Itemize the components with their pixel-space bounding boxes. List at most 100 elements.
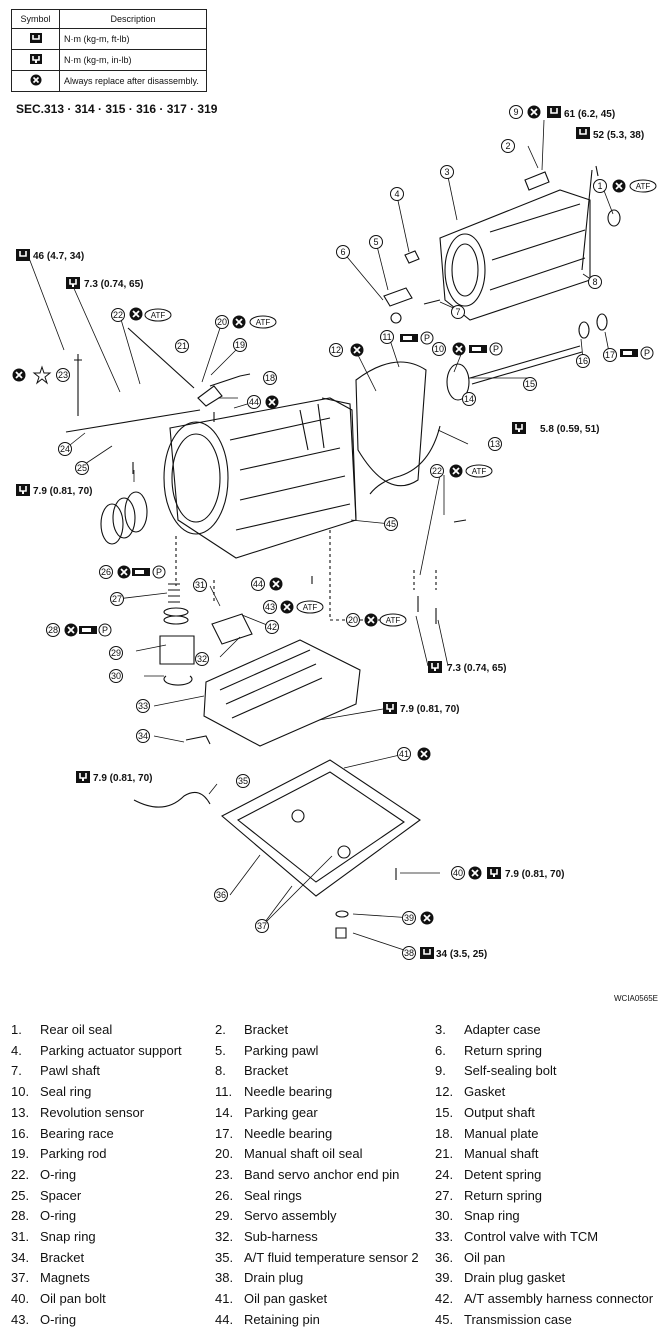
torque-spec-self-sealing-bolt: 61 (6.2, 45) xyxy=(564,109,615,120)
part-number: 30. xyxy=(435,1208,454,1224)
balloon-12: 12 xyxy=(329,343,343,357)
part-name: Return spring xyxy=(464,1042,543,1058)
transmission-case xyxy=(163,397,357,559)
balloon-13: 13 xyxy=(488,437,502,451)
part-name: Manual plate xyxy=(464,1125,539,1141)
manual-plate xyxy=(197,385,223,407)
part-number: 23. xyxy=(215,1166,234,1182)
svg-text:P: P xyxy=(156,567,162,577)
part-name: Magnets xyxy=(40,1270,90,1286)
svg-text:27: 27 xyxy=(112,594,122,604)
svg-text:26: 26 xyxy=(101,567,111,577)
servo-assembly xyxy=(159,635,195,665)
magnet-b xyxy=(337,845,351,859)
part-number: 8. xyxy=(215,1063,226,1079)
svg-text:6: 6 xyxy=(340,247,345,257)
magnet-a xyxy=(291,809,305,823)
svg-text:19: 19 xyxy=(235,340,245,350)
parts-list-item: 44.Retaining pin xyxy=(215,1312,320,1327)
star-icon xyxy=(32,365,52,385)
parts-list-item: 30. Snap ring xyxy=(435,1208,520,1223)
balloon-26: 26 xyxy=(99,565,113,579)
parts-list-item: 3.Adapter case xyxy=(435,1022,541,1037)
balloon-43: 43 xyxy=(263,600,277,614)
self-sealing-bolt xyxy=(581,169,593,271)
manual-shaft xyxy=(127,327,195,389)
part-name: Snap ring xyxy=(40,1229,96,1244)
parts-list-item: 14.Parking gear xyxy=(215,1105,318,1120)
parts-list-item: 22.O-ring xyxy=(11,1167,76,1182)
part-number: 39. xyxy=(435,1270,454,1286)
balloon-14: 14 xyxy=(462,392,476,406)
part-number: 32. xyxy=(215,1229,234,1244)
part-name: Oil pan bolt xyxy=(40,1291,106,1307)
atf-label: ATF xyxy=(144,308,172,322)
part-number: 12. xyxy=(435,1084,454,1100)
part-number: 44. xyxy=(215,1311,234,1327)
svg-text:16: 16 xyxy=(578,356,588,366)
balloon-23: 23 xyxy=(56,368,70,382)
part-number: 7. xyxy=(11,1063,22,1079)
parts-list-item: 19. Parking rod xyxy=(11,1146,106,1161)
part-name: Parking rod xyxy=(40,1146,107,1162)
parts-list-item: 1.Rear oil seal xyxy=(11,1022,112,1037)
part-name: Snap ring xyxy=(464,1208,520,1224)
balloon-6: 6 xyxy=(336,245,350,259)
part-name: O-ring xyxy=(40,1311,77,1327)
parking-pawl xyxy=(383,287,413,307)
svg-text:20: 20 xyxy=(348,615,358,625)
adapter-case xyxy=(439,189,591,321)
balloon-42: 42 xyxy=(265,620,279,634)
drain-plug-gasket xyxy=(335,910,349,918)
part-name: Output shaft xyxy=(464,1104,535,1120)
part-name: A/T fluid temperature sensor 2 xyxy=(244,1249,419,1265)
svg-text:25: 25 xyxy=(77,463,87,473)
grease-icons xyxy=(79,334,638,634)
svg-text:ATF: ATF xyxy=(472,467,487,476)
parts-list-item: 9.Self-sealing bolt xyxy=(435,1063,557,1078)
svg-text:39: 39 xyxy=(404,913,414,923)
svg-text:ATF: ATF xyxy=(303,603,318,612)
svg-text:1: 1 xyxy=(597,181,602,191)
svg-text:12: 12 xyxy=(331,345,341,355)
parking-gear xyxy=(446,363,470,401)
parts-list-item: 35.A/T fluid temperature sensor 2 xyxy=(215,1250,419,1265)
svg-text:ATF: ATF xyxy=(151,311,166,320)
part-number: 26. xyxy=(215,1187,234,1203)
part-number: 21. xyxy=(435,1146,454,1162)
atf-label: ATF xyxy=(629,179,657,193)
rear-oil-seal xyxy=(607,209,621,227)
balloon-25: 25 xyxy=(75,461,89,475)
part-name: Bracket xyxy=(244,1063,289,1079)
part-number: 20. xyxy=(215,1146,234,1162)
svg-text:38: 38 xyxy=(404,948,414,958)
balloon-20b: 20 xyxy=(346,613,360,627)
atf-label: ATF xyxy=(465,464,493,478)
bracket-2 xyxy=(524,171,550,191)
parts-list-item: 29.Servo assembly xyxy=(215,1208,336,1223)
svg-text:21: 21 xyxy=(177,341,187,351)
svg-text:43: 43 xyxy=(265,602,275,612)
torque-spec-7-9-valve: 7.9 (0.81, 70) xyxy=(400,704,459,715)
gasket-12 xyxy=(355,361,427,487)
svg-text:22: 22 xyxy=(113,310,123,320)
part-number: 3. xyxy=(435,1022,446,1037)
parts-list-item: 26.Seal rings xyxy=(215,1188,302,1203)
part-name: Bracket xyxy=(244,1022,289,1037)
atf-label: ATF xyxy=(296,600,324,614)
part-number: 40. xyxy=(11,1291,30,1307)
torque-spec-7-9-oil-pan: 7.9 (0.81, 70) xyxy=(505,869,564,880)
part-number: 13. xyxy=(11,1104,30,1120)
balloon-18: 18 xyxy=(263,371,277,385)
parts-list-item: 13.Revolution sensor xyxy=(11,1105,144,1120)
balloon-19: 19 xyxy=(233,338,247,352)
part-number: 19. xyxy=(11,1146,30,1162)
balloon-31: 31 xyxy=(193,578,207,592)
parts-list-item: 34.Bracket xyxy=(11,1250,84,1265)
legend-row-1-text: N·m (kg-m, ft-lb) xyxy=(59,28,207,50)
part-name: A/T assembly harness connector xyxy=(464,1291,654,1307)
legend-row-3-text: Always replace after disassembly. xyxy=(59,70,207,92)
part-number: 22. xyxy=(11,1166,30,1182)
svg-text:28: 28 xyxy=(48,625,58,635)
svg-text:P: P xyxy=(102,625,108,635)
